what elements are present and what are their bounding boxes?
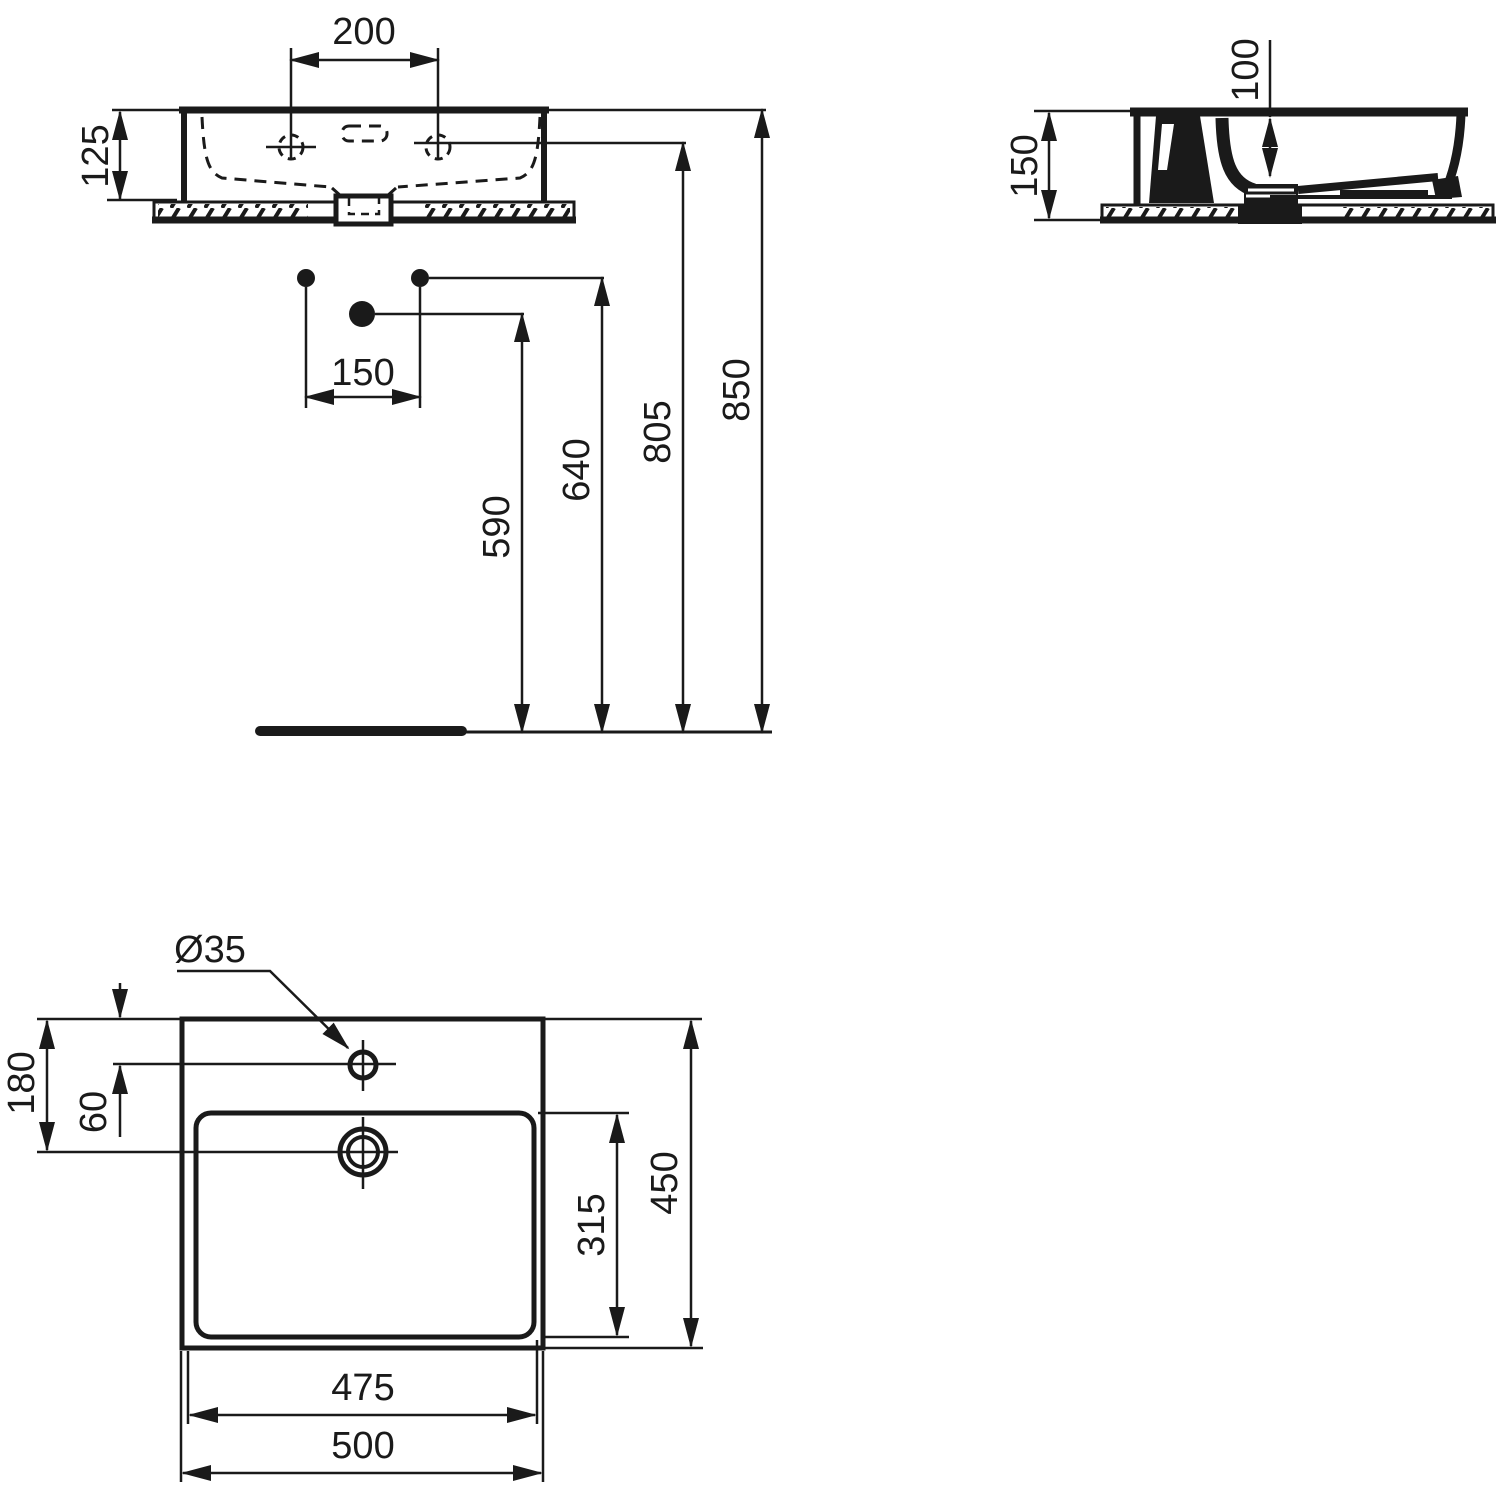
- bowl-hidden-outline-right: [397, 116, 542, 189]
- fixing-dot-left-icon: [297, 269, 315, 287]
- dim-label-overall-width: 500: [331, 1425, 394, 1467]
- dim-label-tap-height: 805: [637, 400, 679, 463]
- fixing-dot-right-icon: [411, 269, 429, 287]
- side-mounting-bracket: [1149, 116, 1214, 203]
- dim-label-fixing-hole-spacing: 150: [331, 352, 394, 394]
- trap-outlet-box: [333, 193, 394, 227]
- plan-outer-rim: [179, 1016, 546, 1351]
- dim-label-bowl-width: 475: [331, 1367, 394, 1409]
- dim-label-tap-hole-diameter: Ø35: [174, 929, 246, 971]
- leader-line-tap-diameter: [177, 969, 350, 1050]
- side-ledge-bar: [1340, 190, 1428, 198]
- side-drain-funnel: [1215, 117, 1257, 197]
- side-bowl-bottom: [1297, 173, 1439, 194]
- dim-label-fixing-height: 640: [556, 438, 598, 501]
- bowl-hidden-outline-left: [200, 116, 331, 189]
- dim-label-rim-height: 850: [716, 358, 758, 421]
- dim-label-tap-hole-offset: 60: [73, 1091, 115, 1133]
- plan-bowl-outline: [193, 1110, 537, 1340]
- dim-label-bowl-depth: 315: [571, 1193, 613, 1256]
- dim-label-rim-to-base: 125: [75, 124, 117, 187]
- dim-label-drain-offset: 180: [1, 1051, 43, 1114]
- dim-label-overall-depth: 450: [644, 1151, 686, 1214]
- trap-hidden-outline: [347, 198, 381, 216]
- overflow-slot-icon: [340, 124, 389, 143]
- plan-view: Ø35 180 60 315 450 475 500: [1, 929, 703, 1482]
- front-view: 200 125 150 590 640 805 850: [75, 11, 772, 736]
- side-view: 150 100: [1004, 38, 1496, 224]
- wall-shelf-hatch-left: [158, 204, 308, 217]
- dim-label-tap-hole-spacing: 200: [332, 11, 395, 53]
- side-shelf-hatch-right: [1338, 207, 1491, 217]
- drain-dot-icon: [349, 301, 375, 327]
- dim-label-overall-height: 150: [1004, 134, 1046, 197]
- side-front-foot: [1432, 176, 1462, 199]
- side-bracket-slot: [1158, 124, 1174, 170]
- side-shelf-hatch-left: [1106, 207, 1236, 217]
- dim-label-basin-inner-depth: 100: [1225, 38, 1267, 101]
- dim-label-trap-height: 590: [476, 495, 518, 558]
- wall-shelf-hatch-right: [420, 204, 570, 217]
